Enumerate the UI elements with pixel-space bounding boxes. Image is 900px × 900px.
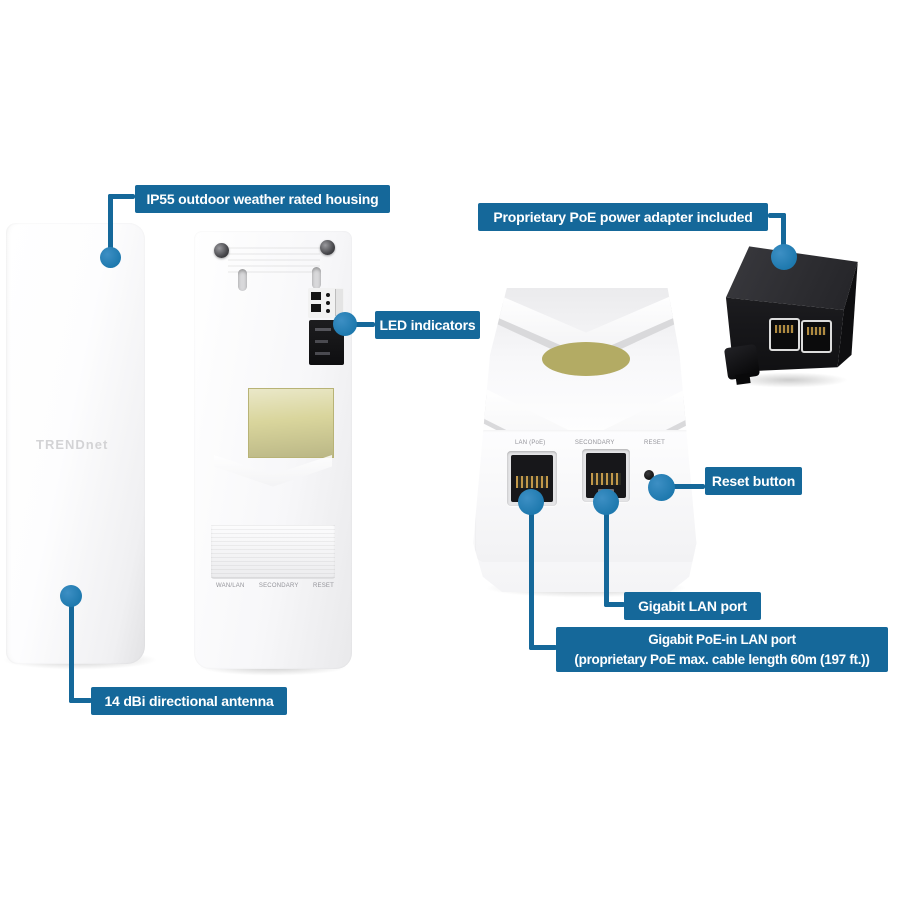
- callout-label-line1: Gigabit PoE-in LAN port: [648, 631, 796, 647]
- rib-lines: [211, 525, 335, 579]
- callout-label: Gigabit LAN port: [638, 598, 747, 614]
- led-glyph: [315, 352, 330, 355]
- callout-label: LED indicators: [379, 317, 476, 333]
- led-sticker-strip: [335, 289, 343, 316]
- callout-poe-in: Gigabit PoE-in LAN port (proprietary PoE…: [556, 627, 888, 672]
- led-window: [311, 292, 321, 300]
- mount-slot: [312, 267, 321, 289]
- port-label: LAN (PoE): [515, 440, 546, 446]
- rj45-pins: [775, 325, 794, 333]
- callout-line: [781, 213, 786, 251]
- led-dot: [326, 293, 330, 297]
- port-label-row: WAN/LAN SECONDARY RESET: [216, 583, 334, 589]
- product-label-sticker: [248, 388, 334, 458]
- callout-poe-adapter: Proprietary PoE power adapter included: [478, 203, 768, 231]
- port-label: WAN/LAN: [216, 583, 245, 589]
- port-label: RESET: [312, 583, 334, 589]
- callout-line: [668, 484, 705, 489]
- brand-logo: TRENDnet: [36, 437, 109, 452]
- connector-dot: [593, 489, 619, 515]
- connector-dot: [648, 474, 675, 501]
- callout-label-line2: (proprietary PoE max. cable length 60m (…: [574, 651, 870, 667]
- connector-dot: [333, 312, 357, 336]
- led-glyph: [315, 340, 328, 343]
- callout-label: Proprietary PoE power adapter included: [493, 209, 753, 225]
- screw-icon: [320, 240, 335, 255]
- port-label-row: LAN (PoE) SECONDARY RESET: [515, 440, 665, 446]
- ridge-chevron: [214, 455, 332, 487]
- device-back-view: WAN/LAN SECONDARY RESET: [194, 231, 352, 669]
- rj45-pins: [516, 475, 548, 488]
- adapter-lan-port: [769, 318, 800, 351]
- connector-dot: [60, 585, 82, 607]
- rj45-pins: [591, 472, 621, 485]
- callout-line: [604, 602, 625, 607]
- callout-line: [108, 194, 135, 199]
- callout-lan: Gigabit LAN port: [624, 592, 761, 620]
- poe-power-adapter: [712, 234, 867, 389]
- connector-dot: [518, 489, 544, 515]
- callout-line: [604, 500, 609, 607]
- reset-button-hole: [644, 470, 654, 480]
- led-window: [311, 304, 321, 312]
- mount-slot: [238, 269, 247, 291]
- antenna-dish-recess: [542, 342, 630, 376]
- port-label: SECONDARY: [574, 440, 615, 446]
- vent-fins: [228, 243, 320, 273]
- callout-label: 14 dBi directional antenna: [104, 693, 274, 709]
- adapter-poe-port: [801, 320, 832, 353]
- adapter-shadow: [728, 372, 850, 388]
- led-dot: [326, 301, 330, 305]
- callout-line: [768, 213, 786, 218]
- callout-label: IP55 outdoor weather rated housing: [146, 191, 379, 207]
- port-label: SECONDARY: [258, 583, 299, 589]
- led-dot: [326, 309, 330, 313]
- callout-label: Reset button: [711, 473, 796, 489]
- port-label: RESET: [643, 440, 665, 446]
- callout-antenna: 14 dBi directional antenna: [91, 687, 287, 715]
- callout-line: [529, 500, 534, 650]
- callout-line: [69, 698, 92, 703]
- callout-led: LED indicators: [375, 311, 480, 339]
- screw-icon: [214, 243, 229, 258]
- callout-line: [69, 595, 74, 703]
- callout-line: [108, 194, 113, 250]
- callout-line: [529, 645, 557, 650]
- led-glyph: [315, 328, 331, 331]
- ribbed-band: [211, 525, 335, 579]
- connector-dot: [100, 247, 121, 268]
- connector-dot: [771, 244, 797, 270]
- callout-reset: Reset button: [705, 467, 802, 495]
- power-prong-blade: [735, 373, 751, 385]
- device-bottom-view: LAN (PoE) SECONDARY RESET: [473, 288, 697, 592]
- rj45-pins: [807, 327, 826, 335]
- callout-housing: IP55 outdoor weather rated housing: [135, 185, 390, 213]
- callout-line: [350, 322, 375, 327]
